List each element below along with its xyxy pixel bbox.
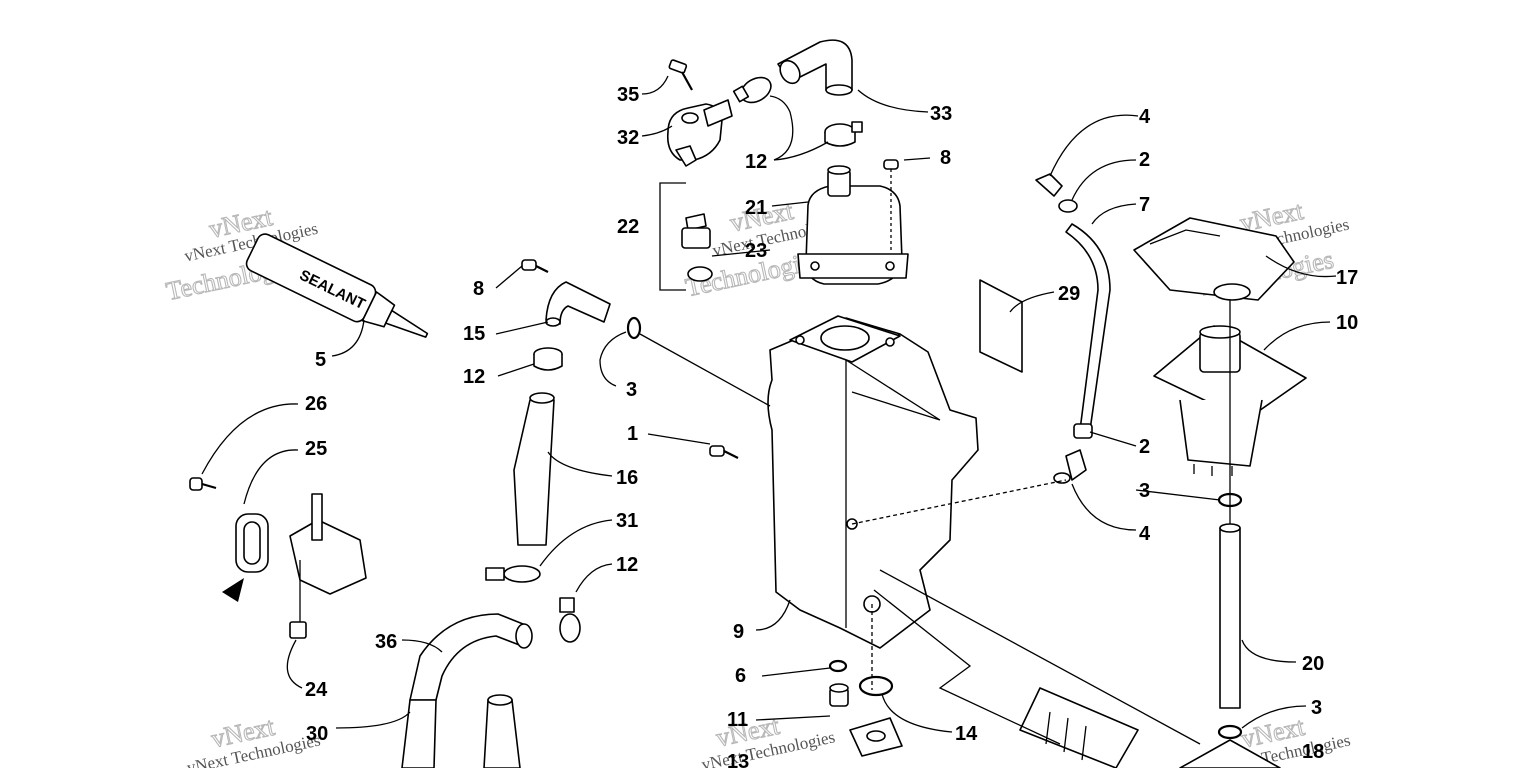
label-12: 12 (616, 554, 638, 576)
label-6: 6 (735, 665, 746, 687)
part-oring-3-bottom (1217, 724, 1243, 740)
part-screw-8-left (521, 259, 549, 273)
part-clamp-12-mid (824, 121, 863, 147)
part-bracket (289, 493, 367, 630)
part-fitting-4-top (1035, 173, 1078, 213)
part-cap-23 (659, 182, 713, 291)
part-clamp-12-left (533, 347, 563, 371)
label-17: 17 (1336, 267, 1358, 289)
label-30: 30 (306, 723, 328, 745)
part-base-10 (1153, 300, 1307, 560)
label-20: 20 (1302, 653, 1324, 675)
part-washer-6 (828, 659, 848, 673)
label-33: 33 (930, 103, 952, 125)
label-21: 21 (745, 197, 767, 219)
part-screw-35 (668, 59, 693, 91)
label-29: 29 (1058, 283, 1080, 305)
part-fitting-4-lower (1053, 449, 1087, 484)
part-clip-24 (289, 621, 307, 639)
watermark-bottom-left: vNext vNext Technologies (185, 711, 322, 768)
label-5: 5 (315, 349, 326, 371)
label-18: 18 (1302, 741, 1324, 763)
label-13: 13 (727, 751, 749, 768)
part-screw-8-top (883, 159, 899, 250)
part-decal-29 (979, 279, 1023, 373)
part-elbow-hose-33 (777, 39, 853, 96)
label-3: 3 (1311, 697, 1322, 719)
part-clamp-12-right (559, 597, 581, 643)
label-2: 2 (1139, 436, 1150, 458)
part-screw-1 (709, 445, 739, 459)
part-elbow-15 (545, 281, 611, 327)
part-plate-18 (1179, 739, 1281, 768)
part-screw-26 (189, 477, 217, 491)
part-oring-3-left (626, 316, 771, 407)
part-clamp-31 (485, 565, 541, 583)
part-reservoir-21 (797, 165, 909, 285)
label-24: 24 (305, 679, 328, 701)
label-26: 26 (305, 393, 327, 415)
label-9: 9 (733, 621, 744, 643)
callout-labels: 35 32 12 33 8 21 22 23 4 2 7 17 29 10 5 … (305, 84, 1358, 768)
part-sealant-5: SEALANT (245, 233, 429, 338)
label-31: 31 (616, 510, 638, 532)
label-4: 4 (1139, 106, 1151, 128)
part-plate-17 (1133, 217, 1295, 301)
part-panel (873, 569, 1201, 768)
part-plug-11 (829, 683, 849, 707)
leader-lines (201, 75, 1337, 733)
label-23: 23 (745, 240, 767, 262)
part-grommet-25 (235, 513, 269, 573)
label-14: 14 (955, 723, 978, 745)
part-hose-36 (401, 613, 533, 768)
part-clamp-12-top (732, 76, 772, 104)
label-3: 3 (1139, 480, 1150, 502)
label-10: 10 (1336, 312, 1358, 334)
part-cover-13 (849, 717, 903, 757)
part-tank-9 (767, 315, 1067, 690)
part-hose-7 (1065, 223, 1111, 439)
label-11: 11 (727, 709, 748, 731)
label-8: 8 (473, 278, 484, 300)
label-35: 35 (617, 84, 639, 106)
label-2: 2 (1139, 149, 1150, 171)
label-36: 36 (375, 631, 397, 653)
label-25: 25 (305, 438, 327, 460)
label-15: 15 (463, 323, 485, 345)
label-4: 4 (1139, 523, 1151, 545)
label-22: 22 (617, 216, 639, 238)
part-tube-20 (1219, 523, 1241, 709)
label-12: 12 (463, 366, 485, 388)
label-3: 3 (626, 379, 637, 401)
label-8: 8 (940, 147, 951, 169)
arrow-icon (222, 578, 244, 602)
label-16: 16 (616, 467, 638, 489)
label-7: 7 (1139, 194, 1150, 216)
part-fitting-32 (666, 99, 733, 167)
label-1: 1 (627, 423, 638, 445)
part-oring-14 (858, 675, 894, 697)
part-hose-16 (513, 392, 555, 546)
label-12: 12 (745, 151, 767, 173)
label-32: 32 (617, 127, 639, 149)
watermark-bottom-center: vNext vNext Technologies (700, 710, 837, 768)
